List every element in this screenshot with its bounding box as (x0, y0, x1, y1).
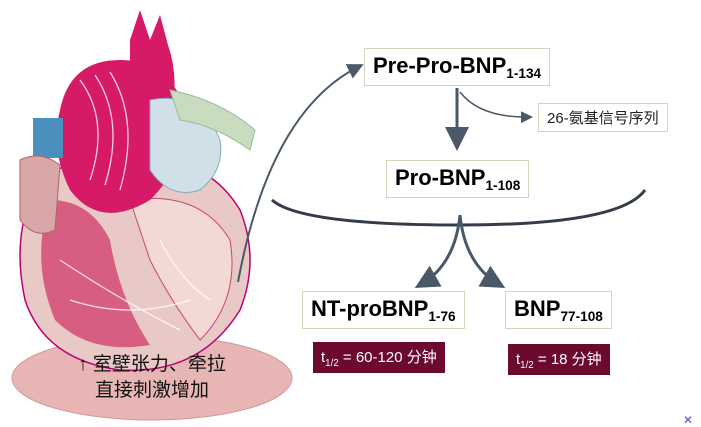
half-life-sub: 1/2 (520, 360, 534, 371)
half-life-value: = 18 分钟 (537, 351, 602, 368)
node-label: Pro-BNP (395, 165, 486, 190)
half-life-value: = 60-120 分钟 (342, 349, 437, 366)
half-life-sub: 1/2 (325, 358, 339, 369)
node-subscript: 77-108 (560, 308, 603, 324)
half-life-symbol: t (321, 349, 326, 366)
node-label: NT-proBNP (311, 296, 429, 321)
node-subscript: 1-108 (485, 177, 521, 193)
stimulus-to-prepro-arrow (237, 64, 364, 283)
pro-to-bnp-arrow (458, 214, 506, 288)
prepro-bnp-box: Pre-Pro-BNP1-134 (364, 48, 551, 86)
corner-mark: ✕ (683, 413, 693, 427)
stimulus-text: ↑ 室壁张力、牵拉 直接刺激增加 (62, 352, 242, 404)
pro-bnp-box: Pro-BNP1-108 (386, 160, 530, 198)
nt-half-life-badge: t1/2 = 60-120 分钟 (313, 342, 445, 373)
stimulus-line-1: ↑ 室壁张力、牵拉 (78, 354, 226, 375)
bnp-box: BNP77-108 (505, 291, 612, 329)
bnp-half-life-badge: t1/2 = 18 分钟 (508, 344, 610, 375)
nt-probnp-box: NT-proBNP1-76 (302, 291, 465, 329)
stimulus-line-2: 直接刺激增加 (94, 380, 209, 401)
node-subscript: 1-76 (428, 308, 456, 324)
node-label: Pre-Pro-BNP (373, 53, 507, 78)
signal-sequence-box: 26-氨基信号序列 (538, 103, 668, 132)
pro-to-nt-arrow (414, 214, 462, 288)
heart-illustration (11, 10, 293, 421)
node-label: BNP (514, 296, 561, 321)
signal-cleave-arrow (459, 91, 533, 124)
half-life-symbol: t (516, 351, 521, 368)
node-subscript: 1-134 (506, 65, 542, 81)
